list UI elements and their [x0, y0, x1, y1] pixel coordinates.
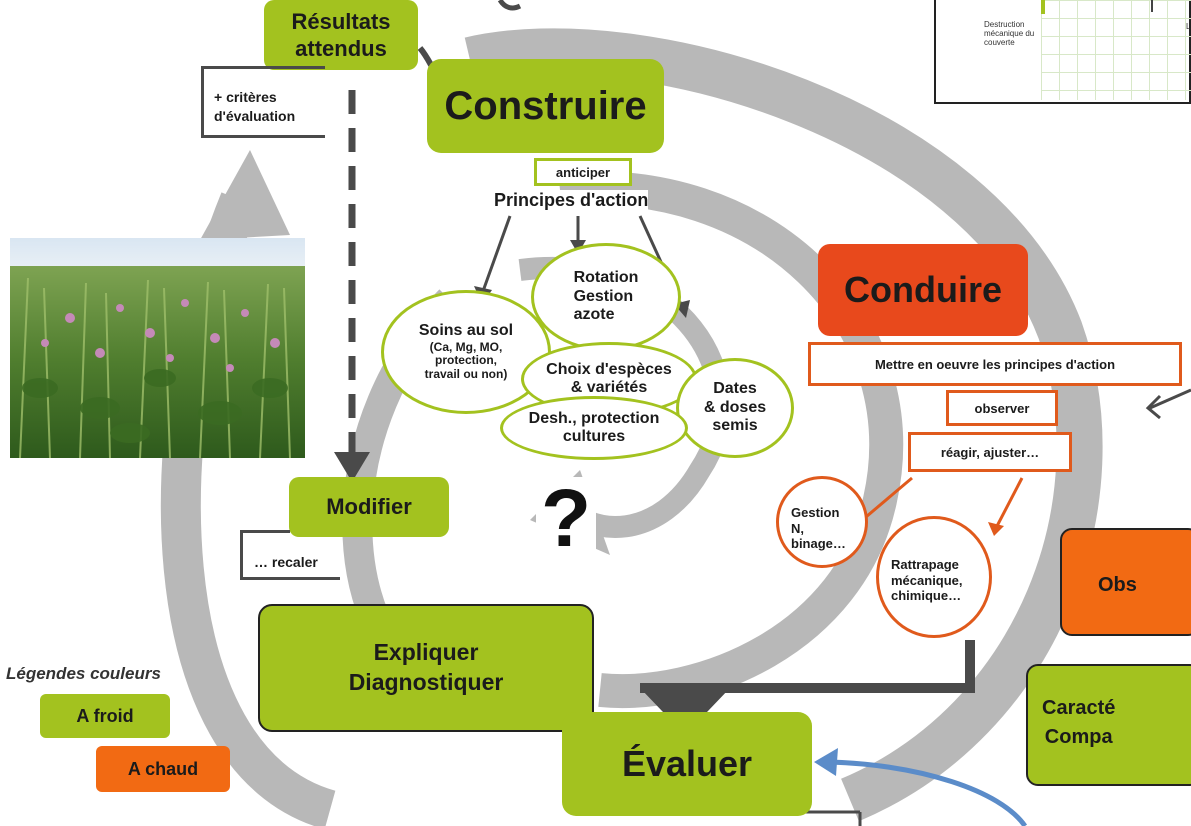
conduire-to-evaluer-line: [640, 640, 975, 693]
caracteriser-partial-box: Caracté Compa: [1026, 664, 1191, 786]
gestion-n-text: Gestion N, binage…: [791, 505, 846, 552]
spiral-arrowhead-left: [200, 150, 290, 240]
inset-chart: Destruction mécanique du couverte L: [934, 0, 1191, 104]
legend-a-chaud: A chaud: [96, 746, 230, 792]
inset-tick-line: [1041, 0, 1045, 14]
gestion-n-circle: Gestion N, binage…: [776, 476, 868, 568]
recaler-text: … recaler: [254, 554, 318, 570]
inset-letter: L: [1186, 22, 1191, 31]
field-photo-image: [10, 238, 305, 458]
legend-title: Légendes couleurs: [6, 664, 161, 683]
field-photo: [10, 238, 305, 458]
observer-box: observer: [946, 390, 1058, 426]
rattrapage-circle: Rattrapage mécanique, chimique…: [876, 516, 992, 638]
caracteriser-partial-text: Caracté Compa: [1042, 697, 1116, 748]
soins-sol-ellipse: Soins au sol (Ca, Mg, MO, protection, tr…: [381, 290, 551, 414]
blue-arrow: [829, 759, 1028, 826]
anticiper-box: anticiper: [534, 158, 632, 186]
soins-sol-detail: (Ca, Mg, MO, protection, travail ou non): [424, 339, 508, 382]
incoming-arrow-right: [1149, 388, 1191, 410]
reagir-arrow-right: [994, 477, 1024, 529]
reagir-box: réagir, ajuster…: [908, 432, 1072, 472]
criteres-text: + critères d'évaluation: [214, 88, 296, 126]
soins-sol-title: Soins au sol: [418, 322, 514, 340]
reagir-arrow-left: [859, 476, 913, 524]
spiral-mid-arc: [558, 171, 904, 708]
dates-doses-ellipse: Dates & doses semis: [676, 358, 794, 458]
rotation-ellipse: Rotation Gestion azote: [531, 243, 681, 351]
rattrapage-text: Rattrapage mécanique, chimique…: [891, 557, 963, 604]
observer-partial-box: Obs: [1060, 528, 1191, 636]
inset-label: Destruction mécanique du couverte: [984, 20, 1035, 48]
inset-grid: [1041, 0, 1191, 100]
observer-partial-text: Obs: [1098, 574, 1137, 596]
resultats-attendus-box: Résultats attendus: [264, 0, 418, 70]
question-mark: ?: [536, 477, 596, 561]
expliquer-diagnostiquer-box: Expliquer Diagnostiquer: [258, 604, 594, 732]
mettre-en-oeuvre-box: Mettre en oeuvre les principes d'action: [808, 342, 1182, 386]
spiral-outer-arc: [464, 28, 1103, 822]
conduire-box: Conduire: [818, 244, 1028, 336]
construire-box: Construire: [427, 59, 664, 153]
dashed-arrowhead: [334, 452, 370, 482]
blue-arrowhead: [814, 748, 838, 776]
principes-action-title: Principes d'action: [494, 190, 649, 211]
recaler-bracket: [240, 530, 340, 580]
principes-arrow-left: [480, 215, 512, 295]
legend-a-froid: A froid: [40, 694, 170, 738]
inset-tick-line-2: [1151, 0, 1153, 12]
modifier-box: Modifier: [289, 477, 449, 537]
evaluer-arrowhead: [640, 688, 730, 735]
evaluer-box: Évaluer: [562, 712, 812, 816]
criteres-bracket: [201, 66, 325, 138]
desh-protection-ellipse: Desh., protection cultures: [500, 396, 688, 460]
recaler-bracket-top: [240, 530, 290, 533]
